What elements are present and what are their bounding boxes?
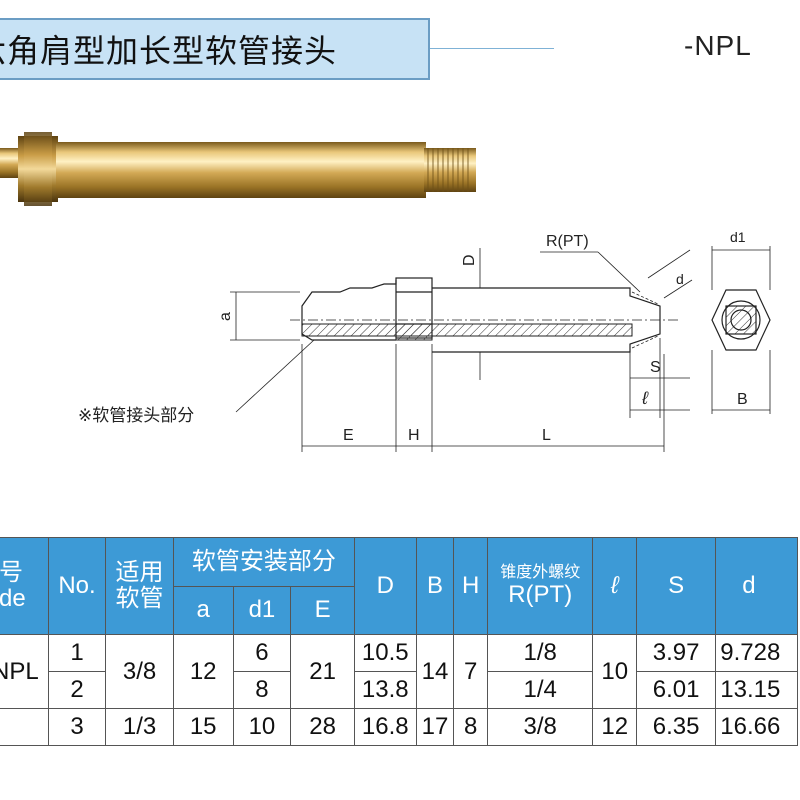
cell-no: 1 [47,634,107,672]
cell-R: 3/8 [486,708,594,746]
hose-fitting-note: ※软管接头部分 [78,406,195,426]
fitting-photo [0,132,476,206]
header-model: 号 de [0,537,49,635]
header-thread-line2: R(PT) [508,580,573,608]
cell-model-empty [0,708,49,746]
cell-a: 12 [172,634,234,709]
header-l: ℓ [592,537,638,635]
cell-model: NPL [0,634,49,709]
page-title: 六角肩型加长型软管接头 [0,32,338,70]
cell-B: 17 [415,708,455,746]
dim-label-L: L [542,427,551,444]
cell-d1: 10 [232,708,292,746]
cell-D: 10.5 [353,634,417,672]
cell-d1: 8 [232,671,292,709]
header-no: No. [47,537,107,635]
cell-S: 6.01 [636,671,717,709]
title-banner [0,18,430,80]
cell-hose: 1/3 [105,708,174,746]
header-thread-line1: 锥度外螺纹 [500,564,581,581]
title-leader-line [430,48,554,49]
spec-table: 号 de No. 适用 软管 软管安装部分 D B H 锥度外螺纹 R(PT) … [0,537,798,746]
cell-E: 28 [290,708,355,746]
cell-l: 10 [592,634,638,709]
header-D: D [353,537,417,635]
cell-d1: 6 [232,634,292,672]
hex-end-view [711,246,771,414]
dim-label-D: D [461,254,478,266]
cell-R: 1/8 [486,634,594,672]
header-d: d [715,537,798,635]
cell-d: 16.66 [715,708,798,746]
dim-label-l: ℓ [641,388,649,408]
cell-a: 15 [172,708,234,746]
header-model-line2: de [0,585,26,612]
cell-l: 12 [592,708,638,746]
cell-hose: 3/8 [105,634,174,709]
header-hose: 适用 软管 [105,537,174,635]
dim-label-S: S [650,359,661,376]
model-suffix: -NPL [684,30,752,61]
header-H: H [453,537,488,635]
cell-B: 14 [415,634,455,709]
dim-label-d1: d1 [730,229,746,245]
table-row: 3 1/3 15 10 28 16.8 17 8 3/8 12 6.35 16.… [0,708,798,746]
cell-H: 8 [453,708,488,746]
header-model-line1: 号 [0,558,23,586]
dim-label-E: E [343,427,354,444]
dim-label-a: a [217,312,234,321]
cell-S: 3.97 [636,634,717,672]
cell-R: 1/4 [486,671,594,709]
cell-E: 21 [290,634,355,709]
header-a: a [172,586,234,635]
header-hose-line2: 软管 [115,585,164,612]
table-row: 2 8 13.8 1/4 6.01 13.15 [0,671,798,709]
header-d1: d1 [232,586,292,635]
header-B: B [415,537,455,635]
dim-label-B: B [737,391,748,408]
dim-label-H: H [408,427,420,444]
dim-label-d: d [676,271,684,287]
cell-H: 7 [453,634,488,709]
technical-drawing: a D R(PT) d S ℓ d1 B [217,229,771,452]
table-row: NPL 1 3/8 12 6 21 10.5 14 7 1/8 10 3.97 … [0,634,798,709]
cell-no: 3 [47,708,107,746]
header-E: E [290,586,355,635]
cell-d: 13.15 [715,671,798,709]
header-thread: 锥度外螺纹 R(PT) [486,537,594,635]
cell-d: 9.728 [715,634,798,672]
cell-S: 6.35 [636,708,717,746]
cell-no: 2 [47,671,107,709]
header-S: S [636,537,717,635]
cell-D: 13.8 [353,671,417,709]
cell-D: 16.8 [353,708,417,746]
header-hose-line1: 适用 [115,558,164,586]
header-install-group: 软管安装部分 [172,537,355,587]
thread-section [424,148,476,192]
dim-label-R: R(PT) [546,233,589,250]
